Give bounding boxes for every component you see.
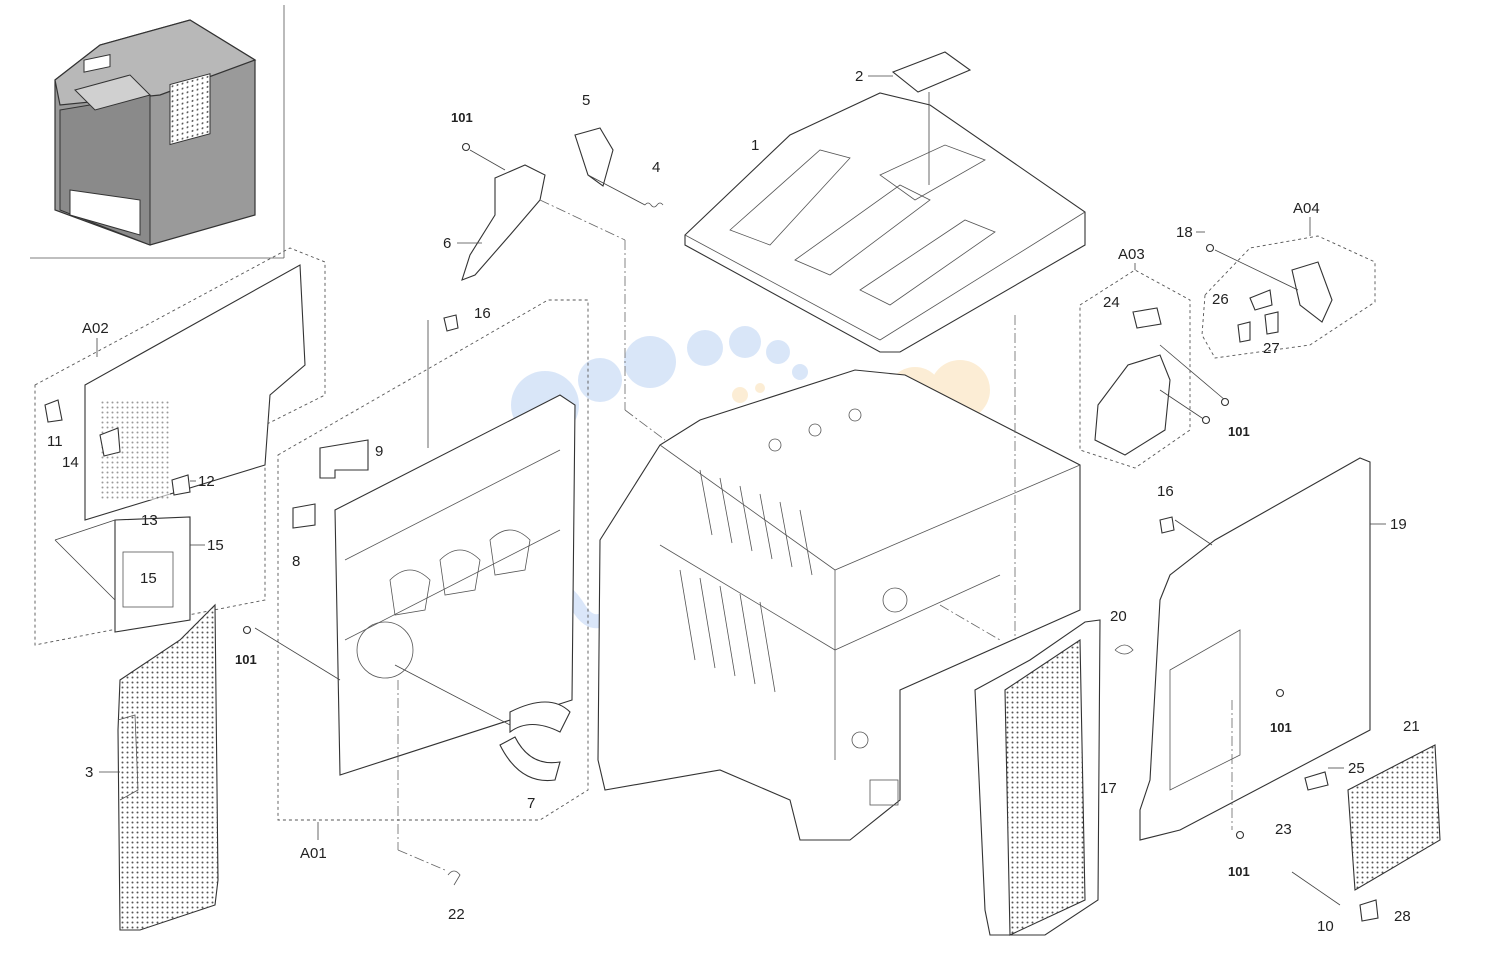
label-part-24: 24	[1103, 294, 1120, 311]
label-screw-101-a03: 101	[1228, 424, 1250, 439]
part-1-top-cover	[684, 92, 1086, 353]
label-part-15-inner: 15	[140, 570, 157, 587]
part-2-tray-cover	[891, 51, 972, 93]
callout-labels: 1 2 3 4 5 6 7 8 9 10 11 12 13 14 15 15 1…	[47, 68, 1420, 935]
group-a03	[1079, 269, 1191, 469]
label-screw-101-top: 101	[451, 110, 473, 125]
group-a02	[34, 247, 326, 646]
part-17-right-mesh-cover	[974, 619, 1101, 936]
part-4-spring	[644, 202, 664, 208]
label-group-a02: A02	[82, 320, 109, 337]
group-a04	[1201, 235, 1376, 359]
label-part-20: 20	[1110, 608, 1127, 625]
label-part-14: 14	[62, 454, 79, 471]
group-a01	[277, 299, 589, 821]
label-part-22: 22	[448, 906, 465, 923]
label-part-28: 28	[1394, 908, 1411, 925]
label-part-16-a01: 16	[474, 305, 491, 322]
label-screw-101-panel: 101	[1270, 720, 1292, 735]
label-group-a04: A04	[1293, 200, 1320, 217]
label-group-a01: A01	[300, 845, 327, 862]
label-part-25: 25	[1348, 760, 1365, 777]
label-part-8: 8	[292, 553, 300, 570]
label-part-13: 13	[141, 512, 158, 529]
label-part-18: 18	[1176, 224, 1193, 241]
label-screw-101-left: 101	[235, 652, 257, 667]
label-screw-101-bottom: 101	[1228, 864, 1250, 879]
part-21-rear-cover	[1304, 744, 1441, 922]
label-part-10: 10	[1317, 918, 1334, 935]
label-part-6: 6	[443, 235, 451, 252]
part-3-left-mesh-cover	[117, 603, 219, 931]
label-part-4: 4	[652, 159, 660, 176]
label-part-1: 1	[751, 137, 759, 154]
label-part-19: 19	[1390, 516, 1407, 533]
screw-icons	[242, 142, 1285, 840]
label-part-23: 23	[1275, 821, 1292, 838]
label-part-3: 3	[85, 764, 93, 781]
label-part-27: 27	[1263, 340, 1280, 357]
label-part-9: 9	[375, 443, 383, 460]
label-group-a03: A03	[1118, 246, 1145, 263]
label-part-2: 2	[855, 68, 863, 85]
label-part-17: 17	[1100, 780, 1117, 797]
label-part-7: 7	[527, 795, 535, 812]
label-part-15-outer: 15	[207, 537, 224, 554]
part-main-frame	[597, 369, 1081, 841]
label-part-16-right: 16	[1157, 483, 1174, 500]
label-part-11: 11	[47, 433, 63, 450]
part-19-right-side-panel	[1139, 457, 1371, 841]
label-part-12: 12	[198, 473, 215, 490]
part-5-bracket	[574, 127, 614, 187]
label-part-5: 5	[582, 92, 590, 109]
label-part-21: 21	[1403, 718, 1420, 735]
label-part-26: 26	[1212, 291, 1229, 308]
assembled-printer-inset	[30, 5, 285, 259]
part-6-guide-arm	[461, 164, 546, 281]
